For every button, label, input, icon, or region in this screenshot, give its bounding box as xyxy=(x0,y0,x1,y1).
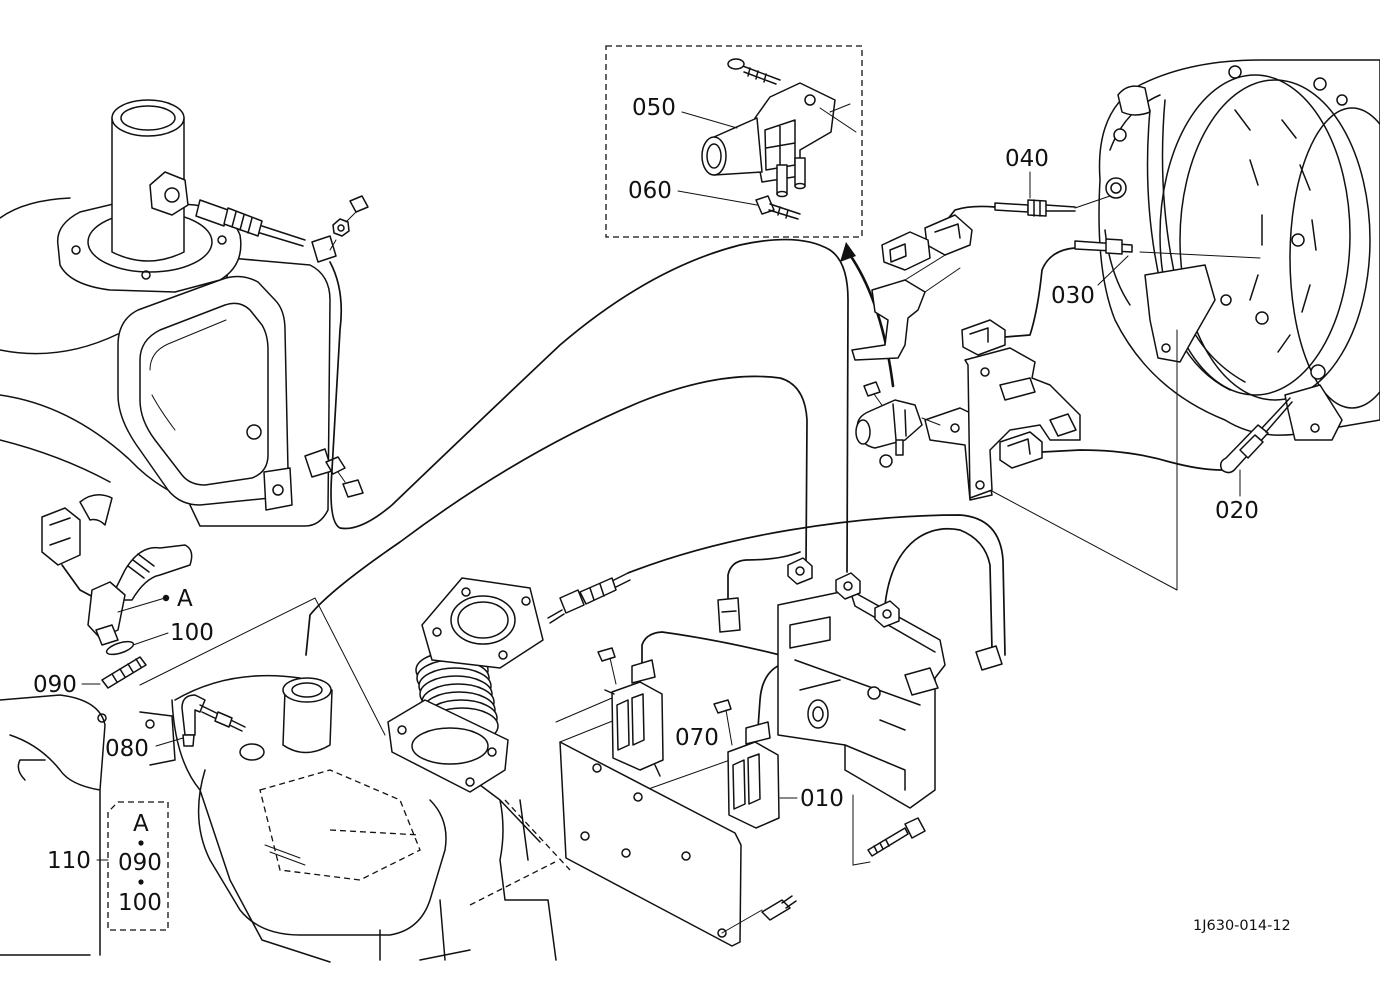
sensor-assembly-a xyxy=(41,494,193,646)
label-100: 100 xyxy=(170,620,214,646)
dpf-housing xyxy=(1098,59,1380,441)
connector-support-bracket xyxy=(717,557,1003,809)
label-090: 090 xyxy=(33,672,77,698)
flexible-exhaust-pipe xyxy=(387,577,544,793)
reference-lines xyxy=(139,171,1261,866)
nox-sensor-module-010 xyxy=(713,699,798,829)
part-labels: 050 060 040 030 020 A 100 090 080 070 01… xyxy=(33,95,1291,934)
detail-box-pressure-sensor xyxy=(605,45,863,238)
sensor-mounting-bolt xyxy=(755,195,801,220)
exhaust-temperature-sensor-030 xyxy=(961,238,1133,356)
label-080: 080 xyxy=(105,736,149,762)
bottom-left-frame xyxy=(0,694,176,956)
leader-050 xyxy=(681,111,738,129)
label-050: 050 xyxy=(632,95,676,121)
kit-bracket-110: A 090 100 xyxy=(96,801,169,931)
exhaust-temperature-sensor-top xyxy=(195,195,369,263)
label-030: 030 xyxy=(1051,283,1095,309)
label-110: 110 xyxy=(47,848,91,874)
nox-sensor-module-070 xyxy=(597,647,664,777)
leader-060 xyxy=(677,190,758,206)
exhaust-pipe-top-left xyxy=(56,99,242,293)
exhaust-probe-sensor xyxy=(547,571,631,624)
connector-bracket-mid xyxy=(964,347,1081,499)
lower-housing xyxy=(171,674,571,963)
wire-clamp-housing xyxy=(304,448,364,498)
drawing-number: 1J630-014-12 xyxy=(1193,918,1291,934)
label-a: A xyxy=(177,586,193,612)
label-070: 070 xyxy=(675,725,719,751)
exhaust-temperature-sensor-020 xyxy=(1219,397,1293,474)
label-010: 010 xyxy=(800,786,844,812)
kit-item-090: 090 xyxy=(118,850,162,876)
label-020: 020 xyxy=(1215,498,1259,524)
kit-item-100: 100 xyxy=(118,890,162,916)
upper-left-housing xyxy=(0,197,331,527)
label-040: 040 xyxy=(1005,146,1049,172)
washer-100 xyxy=(105,632,169,656)
exhaust-temperature-sensor-080 xyxy=(155,694,246,747)
connector-bracket-upper xyxy=(851,214,973,361)
long-mounting-bolt xyxy=(867,817,926,857)
sensor-mounting-plate xyxy=(555,697,797,947)
differential-pressure-sensor xyxy=(701,58,857,198)
filter-090 xyxy=(81,656,147,689)
kit-item-a: A xyxy=(133,811,149,837)
label-060: 060 xyxy=(628,178,672,204)
exhaust-temperature-sensor-040 xyxy=(994,199,1076,217)
